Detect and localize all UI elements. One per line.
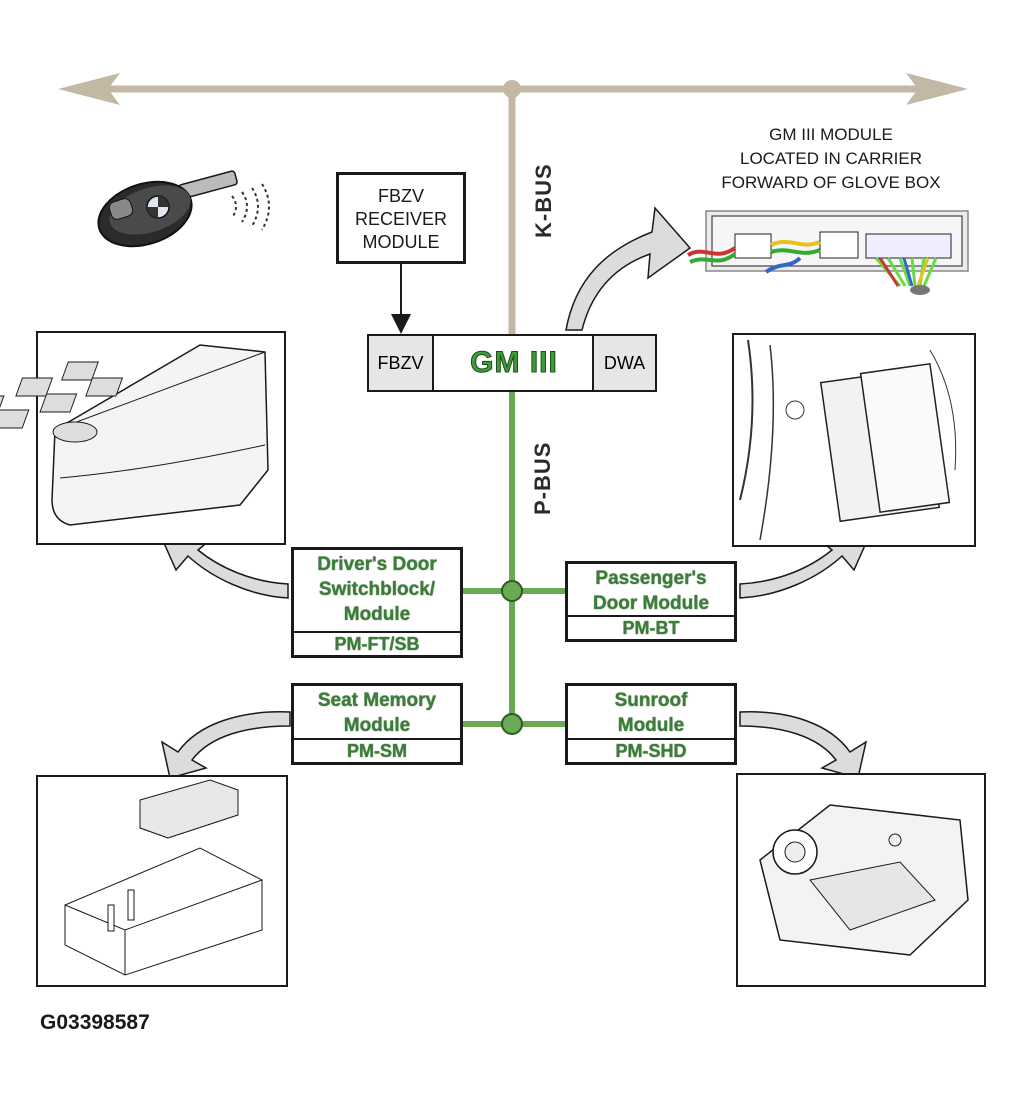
driver-door-name-line-2: Switchblock/ (318, 579, 436, 600)
seat-memory-name-line-2: Module (343, 715, 411, 736)
gm-caption-line-3: FORWARD OF GLOVE BOX (721, 173, 941, 192)
k-bus-line (58, 73, 968, 334)
seat-memory-module-code: PM-SM (294, 738, 460, 762)
passenger-door-module-code: PM-BT (568, 615, 734, 639)
fbzv-receiver-line-1: FBZV (377, 186, 424, 206)
gm-caption-line-2: LOCATED IN CARRIER (740, 149, 922, 168)
gm-dwa-section: DWA (592, 336, 655, 390)
figure-id: G03398587 (40, 1011, 150, 1034)
sunroof-module-image (736, 773, 986, 987)
passenger-door-module-name: Passenger's Door Module (568, 566, 734, 616)
seat-memory-name-line-1: Seat Memory (317, 690, 437, 711)
fbzv-receiver-module: FBZV RECEIVER MODULE (336, 172, 466, 264)
passenger-door-module: Passenger's Door Module PM-BT (565, 561, 737, 642)
fbzv-receiver-line-3: MODULE (362, 232, 440, 252)
passenger-door-name-line-1: Passenger's (595, 568, 707, 589)
sunroof-name-line-1: Sunroof (614, 690, 688, 711)
gm-location-caption: GM III MODULE LOCATED IN CARRIER FORWARD… (696, 123, 966, 195)
gm-caption-line-1: GM III MODULE (769, 125, 893, 144)
gm-module-image (686, 210, 969, 295)
curved-arrow-gm (565, 206, 692, 331)
passenger-door-module-image (732, 333, 976, 547)
curved-arrow-sunroof (739, 711, 868, 779)
driver-door-name-line-1: Driver's Door (317, 554, 437, 575)
fbzv-receiver-label: FBZV RECEIVER MODULE (339, 185, 463, 254)
p-bus-label: P-BUS (530, 441, 555, 515)
sunroof-name-line-2: Module (617, 715, 685, 736)
key-fob-image (97, 170, 270, 248)
sunroof-module: Sunroof Module PM-SHD (565, 683, 737, 765)
sunroof-module-code: PM-SHD (568, 738, 734, 762)
curved-arrow-seat (160, 711, 291, 779)
driver-switchblock-image (0, 331, 286, 545)
gm-iii-title: GM III (470, 346, 558, 380)
seat-memory-module: Seat Memory Module PM-SM (291, 683, 463, 765)
driver-door-module-name: Driver's Door Switchblock/ Module (294, 552, 460, 627)
sunroof-module-name: Sunroof Module (568, 688, 734, 738)
seat-memory-module-name: Seat Memory Module (294, 688, 460, 738)
driver-door-module: Driver's Door Switchblock/ Module PM-FT/… (291, 547, 463, 658)
gm-iii-block: FBZV GM III DWA (367, 334, 657, 392)
driver-door-module-code: PM-FT/SB (294, 631, 460, 655)
seat-memory-module-image (36, 775, 288, 987)
passenger-door-name-line-2: Door Module (592, 593, 710, 614)
p-bus-line (462, 392, 565, 735)
gm-fbzv-section: FBZV (369, 336, 434, 390)
k-bus-label: K-BUS (531, 163, 556, 238)
driver-door-name-line-3: Module (343, 604, 411, 625)
fbzv-receiver-line-2: RECEIVER (354, 209, 448, 229)
